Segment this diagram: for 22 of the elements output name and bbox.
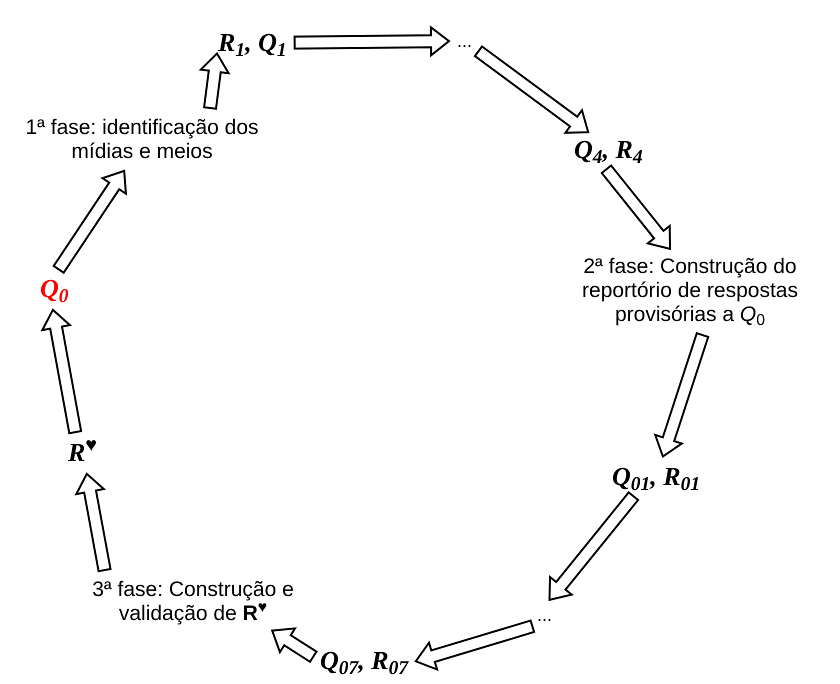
block-arrow <box>198 52 230 110</box>
block-arrow <box>548 491 640 602</box>
block-arrow <box>270 627 318 664</box>
math-label: Q$_{0}$ <box>40 276 69 302</box>
block-arrow <box>294 25 451 58</box>
phase-label: 1ª fase: identificação dos mídias e meios <box>8 116 276 164</box>
phase-label: 2ª fase: Construção do reportório de respostas provisórias a Q$_{0}$ <box>540 255 840 328</box>
ellipsis-label: ... <box>457 32 472 50</box>
block-arrow <box>474 45 590 134</box>
block-arrow <box>40 308 82 434</box>
block-arrow <box>74 472 112 572</box>
math-label: R$_{1}$, Q$_{1}$ <box>218 30 287 56</box>
math-label: Q$_{4}$, R$_{4}$ <box>574 137 643 163</box>
block-arrow <box>654 332 710 458</box>
ellipsis-label: ... <box>537 606 552 624</box>
math-label: Q$_{07}$, R$_{07}$ <box>320 648 408 674</box>
math-label: R$^{♥}$ <box>68 440 97 466</box>
math-label: Q$_{01}$, R$_{01}$ <box>612 464 700 490</box>
block-arrow <box>414 619 536 672</box>
block-arrow <box>52 170 128 274</box>
block-arrow <box>600 164 672 250</box>
phase-label: 3ª fase: Construção e validação de R$^{♥}$ <box>48 578 338 626</box>
